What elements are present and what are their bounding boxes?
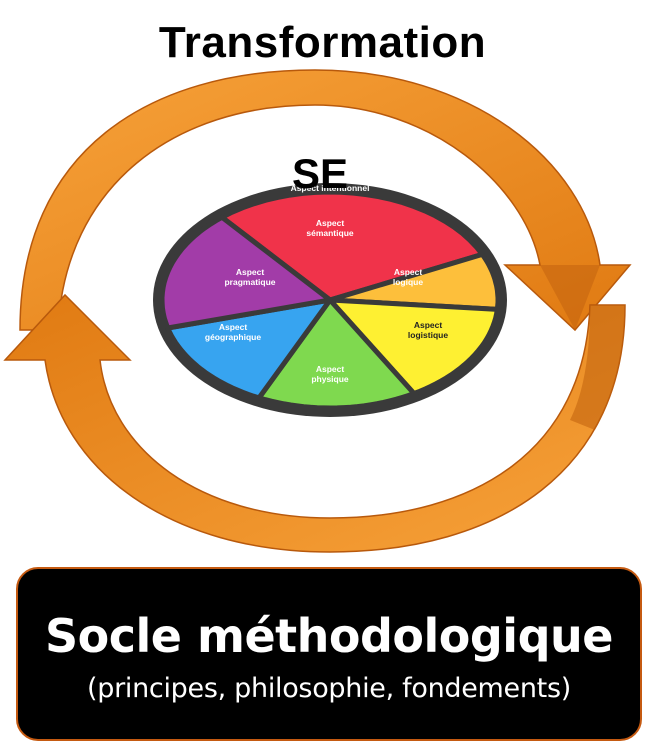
wheel-segment-label: Aspect <box>219 322 248 332</box>
wheel-segment-label: Aspect <box>414 320 443 330</box>
wheel-segment-label: physique <box>311 374 349 384</box>
wheel-segment-label: logistique <box>408 330 448 340</box>
wheel-segment <box>327 251 501 312</box>
cycle-arrow-top <box>19 69 632 332</box>
wheel-segment-label: pragmatique <box>224 277 275 287</box>
center-label: SE <box>291 150 349 197</box>
wheel-segment-label: géographique <box>205 332 261 342</box>
wheel-segment <box>327 297 500 396</box>
wheel-segment-label: Aspect <box>236 267 265 277</box>
foundation-title: Socle méthodologique <box>45 609 613 663</box>
foundation-box: Socle méthodologique (principes, philoso… <box>16 567 642 741</box>
wheel-segment-label: sémantique <box>306 228 354 238</box>
cycle-arrow-bottom <box>3 293 626 553</box>
diagram-title: Transformation <box>158 18 487 67</box>
wheel-segment-label: Aspect <box>316 364 345 374</box>
wheel-rim-label: Aspect intentionnel <box>291 183 370 193</box>
wheel-segment <box>165 297 333 401</box>
wheel-segment-label: Aspect <box>394 267 423 277</box>
wheel-segment-label: logique <box>393 277 423 287</box>
aspects-wheel: AspectsémantiqueAspectlogiqueAspectlogis… <box>153 183 507 417</box>
wheel-segment-label: Aspect <box>316 218 345 228</box>
wheel-segment <box>159 214 333 331</box>
foundation-subtitle: (principes, philosophie, fondements) <box>87 673 571 704</box>
wheel-segment <box>256 297 417 411</box>
